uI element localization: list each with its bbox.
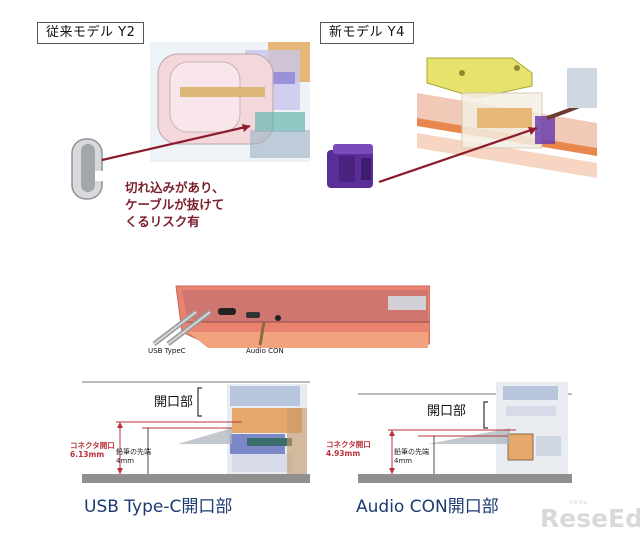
new-model-label: 新モデル Y4	[320, 22, 414, 44]
new-cable-cap	[321, 140, 383, 192]
audio-opening-label: 開口部	[427, 404, 467, 419]
audio-connector	[258, 321, 266, 346]
usb-pencil-tip: 鉛筆の先端 4mm	[116, 448, 151, 465]
usb-opening-diagram	[82, 378, 310, 483]
usb-connector-opening-value: 6.13mm	[70, 450, 105, 459]
risk-note-line-3: くるリスク有	[125, 214, 200, 229]
old-model-render	[150, 42, 310, 162]
audio-caption: Audio CON開口部	[356, 497, 499, 517]
audio-pencil-tip-title: 鉛筆の先端	[394, 448, 429, 456]
usb-label: USB TypeC	[148, 347, 186, 355]
usb-pencil-tip-title: 鉛筆の先端	[116, 448, 151, 456]
old-pointer-arrow	[101, 124, 251, 162]
old-cable-clip	[69, 136, 109, 202]
audio-connector-opening-value: 4.93mm	[326, 449, 361, 458]
watermark-sub: リセマム	[568, 500, 589, 506]
usb-pencil-tip-value: 4mm	[116, 456, 135, 465]
usb-connectors	[152, 310, 212, 346]
audio-pencil-tip-value: 4mm	[394, 456, 413, 465]
usb-connector-opening: コネクタ開口 6.13mm	[70, 441, 115, 459]
old-model-label: 従来モデル Y2	[37, 22, 145, 44]
new-pointer-arrow	[378, 126, 538, 184]
usb-connector-opening-title: コネクタ開口	[70, 441, 115, 450]
usb-caption: USB Type-C開口部	[84, 497, 233, 517]
risk-note-line-2: ケーブルが抜けて	[125, 197, 225, 212]
audio-connector-opening-title: コネクタ開口	[326, 440, 371, 449]
device-edge-render	[148, 282, 431, 356]
audio-connector-opening: コネクタ開口 4.93mm	[326, 440, 371, 458]
risk-note: 切れ込みがあり、 ケーブルが抜けて くるリスク有	[125, 179, 225, 230]
watermark-logo: ReseEd	[540, 504, 640, 533]
audio-label: Audio CON	[246, 347, 284, 355]
audio-opening-diagram	[358, 378, 572, 483]
risk-note-line-1: 切れ込みがあり、	[125, 180, 225, 195]
new-model-render	[417, 38, 598, 208]
audio-pencil-tip: 鉛筆の先端 4mm	[394, 448, 429, 465]
usb-opening-label: 開口部	[154, 395, 194, 410]
